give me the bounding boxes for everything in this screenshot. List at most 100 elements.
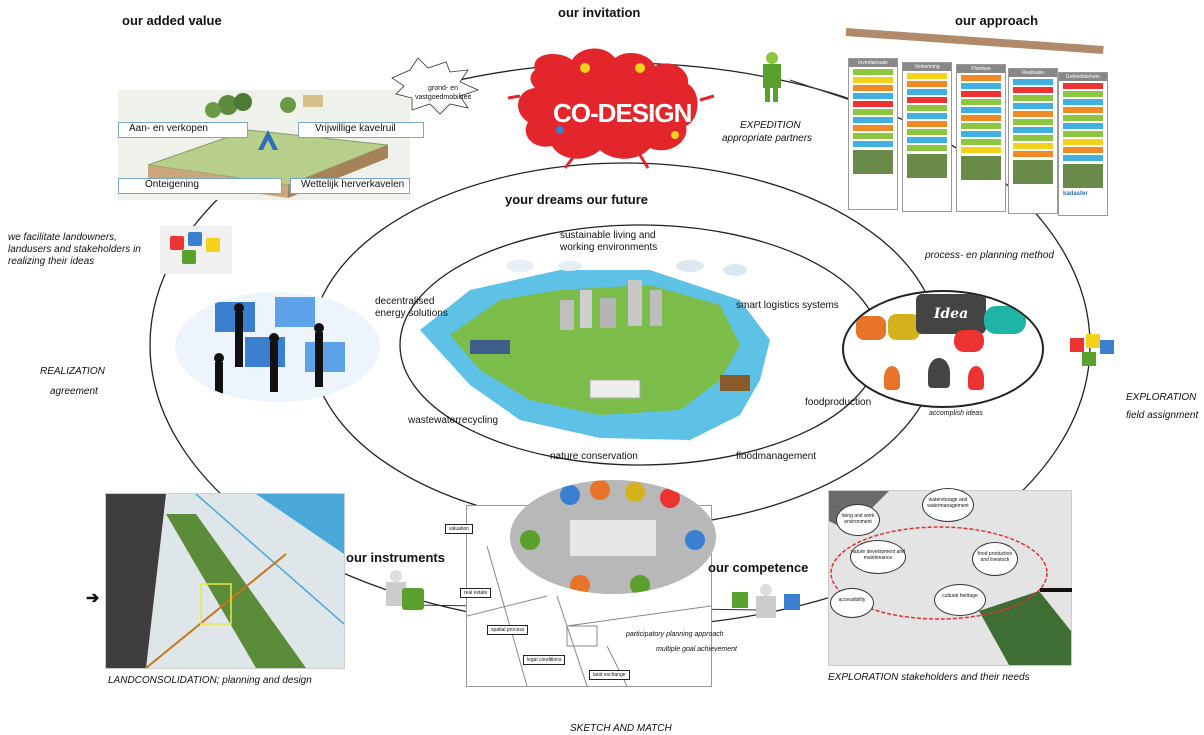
approach-column-header: Realisatie bbox=[1009, 69, 1057, 77]
sketch-tag: spatial process bbox=[487, 625, 529, 635]
approach-step-bar bbox=[1063, 115, 1103, 121]
approach-column: Verkenning bbox=[902, 62, 952, 212]
approach-step-bar bbox=[1013, 79, 1053, 85]
stakeholder-bubble: cultural heritage bbox=[934, 584, 986, 616]
landconsolidation-label: LANDCONSOLIDATION; planning and design bbox=[108, 675, 312, 686]
accomplish-ideas-label: accomplish ideas bbox=[929, 410, 983, 417]
approach-step-bar bbox=[907, 97, 947, 103]
approach-column-header: Gebiedsbeheer bbox=[1059, 73, 1107, 81]
approach-column-header: Verkenning bbox=[903, 63, 951, 71]
approach-step-bar bbox=[1063, 131, 1103, 137]
approach-step-bar bbox=[961, 123, 1001, 129]
approach-column: Realisatie bbox=[1008, 68, 1058, 214]
approach-step-bar bbox=[1013, 95, 1053, 101]
sustainable-label: sustainable living and working environme… bbox=[560, 230, 658, 253]
speech-bubble-icon bbox=[888, 314, 920, 340]
approach-step-bar bbox=[853, 109, 893, 115]
approach-column: Gebiedsbeheer kadaster bbox=[1058, 72, 1108, 216]
puzzle-person-icon bbox=[378, 570, 438, 620]
approach-step-bar bbox=[853, 117, 893, 123]
stakeholder-bubble: nature development and maintenance bbox=[850, 540, 906, 574]
wettelijk-herverkavelen-box: Wettelijk herverkavelen bbox=[290, 178, 410, 194]
puzzle-pieces-image bbox=[214, 297, 345, 397]
floodmanagement-label: floodmanagement bbox=[736, 451, 817, 462]
facilitate-label: we facilitate landowners, landusers and … bbox=[8, 232, 141, 267]
agreement-label: agreement bbox=[50, 386, 98, 397]
approach-step-bar bbox=[1063, 99, 1103, 105]
process-method-label: process- en planning method bbox=[925, 250, 1054, 261]
speech-bubble-icon bbox=[856, 316, 886, 340]
expedition-label: EXPEDITION bbox=[740, 120, 801, 131]
approach-step-bar bbox=[853, 69, 893, 75]
approach-step-bar bbox=[853, 101, 893, 107]
field-assignment-label: field assignment bbox=[1126, 410, 1199, 421]
approach-column: Inventarisatie bbox=[848, 58, 898, 210]
added-value-heading: our added value bbox=[122, 13, 222, 28]
approach-photo bbox=[1013, 160, 1053, 184]
approach-photo bbox=[853, 150, 893, 174]
approach-column-header: Inventarisatie bbox=[849, 59, 897, 67]
approach-step-bar bbox=[961, 115, 1001, 121]
approach-step-bar bbox=[1013, 103, 1053, 109]
stakeholder-bubble: food production and livestock bbox=[972, 542, 1018, 576]
approach-step-bar bbox=[961, 91, 1001, 97]
approach-step-bar bbox=[1013, 127, 1053, 133]
approach-step-bar bbox=[1013, 87, 1053, 93]
approach-step-bar bbox=[853, 125, 893, 131]
approach-step-bar bbox=[961, 83, 1001, 89]
approach-step-bar bbox=[853, 133, 893, 139]
approach-step-bar bbox=[1013, 111, 1053, 117]
sketch-lines bbox=[467, 545, 711, 686]
handshake-puzzle-image bbox=[175, 292, 380, 402]
multiple-goal-label: multiple goal achievement bbox=[656, 646, 737, 653]
realization-label: REALIZATION bbox=[40, 366, 105, 377]
sketch-tag: land exchange bbox=[589, 670, 630, 680]
inner-ring bbox=[399, 224, 881, 466]
stakeholder-bubble: waterstorage and watermanagement bbox=[922, 488, 974, 522]
divider-bar bbox=[1040, 588, 1072, 592]
approach-photo bbox=[907, 154, 947, 178]
person-icon bbox=[968, 366, 984, 390]
approach-step-bar bbox=[907, 113, 947, 119]
decentralised-label: decentralised energy solutions bbox=[375, 296, 448, 319]
approach-step-bar bbox=[961, 139, 1001, 145]
approach-step-bar bbox=[853, 141, 893, 147]
stakeholder-bubble: living and work environment bbox=[836, 504, 880, 536]
sketch-tag: real estate bbox=[460, 588, 492, 598]
approach-step-bar bbox=[1013, 119, 1053, 125]
approach-photo bbox=[961, 156, 1001, 180]
approach-step-bar bbox=[907, 137, 947, 143]
approach-heading: our approach bbox=[955, 13, 1039, 28]
approach-step-bar bbox=[1063, 123, 1103, 129]
foodproduction-label: foodproduction bbox=[805, 397, 872, 408]
kadaster-logo: kadaster bbox=[1063, 191, 1088, 197]
grond-label: grond- en vastgoedmobiliteit bbox=[414, 85, 472, 101]
approach-step-bar bbox=[853, 77, 893, 83]
landconsolidation-map bbox=[105, 493, 345, 669]
approach-step-bar bbox=[907, 89, 947, 95]
approach-step-bar bbox=[1063, 155, 1103, 161]
sketch-match-label: SKETCH AND MATCH bbox=[570, 723, 672, 734]
vrijwillige-kavelruil-box: Vrijwillige kavelruil bbox=[298, 122, 424, 138]
approach-step-bar bbox=[1013, 151, 1053, 157]
approach-step-bar bbox=[1063, 139, 1103, 145]
smart-logistics-label: smart logistics systems bbox=[736, 300, 839, 311]
team-table-image bbox=[510, 480, 716, 594]
arrow-right-icon: ➔ bbox=[86, 590, 100, 607]
person-icon bbox=[884, 366, 900, 390]
wastewater-label: wastewaterrecycling bbox=[408, 415, 499, 426]
appropriate-partners-label: appropriate partners bbox=[722, 133, 813, 144]
person-icon bbox=[928, 358, 950, 388]
approach-step-bar bbox=[961, 99, 1001, 105]
competence-heading: our competence bbox=[708, 560, 809, 575]
sketch-tag: valuation bbox=[445, 524, 474, 534]
approach-step-bar bbox=[907, 73, 947, 79]
exploration-stakeholders-label: EXPLORATION stakeholders and their needs bbox=[828, 672, 1030, 683]
approach-column-header: Planfase bbox=[957, 65, 1005, 73]
approach-column: Planfase bbox=[956, 64, 1006, 212]
participatory-label: participatory planning approach bbox=[626, 631, 724, 638]
idea-ellipse: Idea bbox=[842, 290, 1044, 408]
approach-step-bar bbox=[907, 145, 947, 151]
approach-step-bar bbox=[853, 93, 893, 99]
invitation-heading: our invitation bbox=[558, 5, 641, 20]
